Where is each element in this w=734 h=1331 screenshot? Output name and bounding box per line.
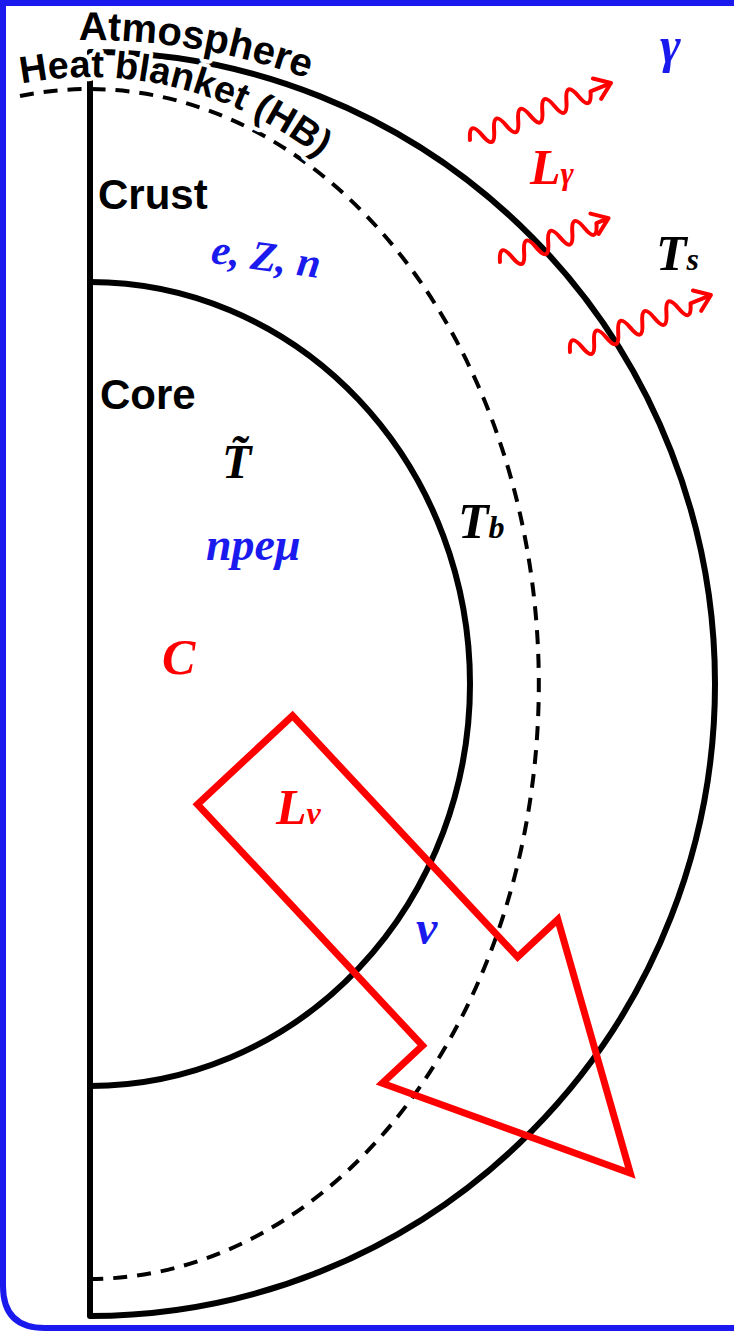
luminosity-symbol: Lγ — [530, 140, 574, 195]
layer-label: Crust — [98, 172, 208, 218]
photon-wave — [496, 208, 613, 272]
layer-label: Heat blanket (HB) — [16, 43, 340, 164]
photon-wave — [466, 73, 615, 150]
temperature-symbol: Ts — [656, 226, 699, 281]
particle-symbol: γ — [660, 18, 681, 73]
particle-symbol: e, Z, n — [209, 226, 324, 287]
heat-blanket-boundary — [20, 89, 539, 1279]
curved-text: Heat blanket (HB) — [16, 43, 340, 164]
layer-label: Core — [100, 372, 196, 418]
temperature-symbol: Tb — [458, 494, 505, 549]
star-outline — [90, 52, 715, 1316]
temperature-symbol: T̃ — [222, 436, 251, 489]
particle-symbol: npeμ — [206, 520, 301, 571]
heat-capacity-symbol: C — [162, 630, 195, 685]
neutrino-arrow — [157, 678, 718, 1255]
photon-wave — [566, 285, 715, 362]
luminosity-symbol: Lν — [276, 780, 321, 835]
particle-symbol: ν — [416, 902, 437, 955]
core-boundary — [90, 282, 470, 1086]
